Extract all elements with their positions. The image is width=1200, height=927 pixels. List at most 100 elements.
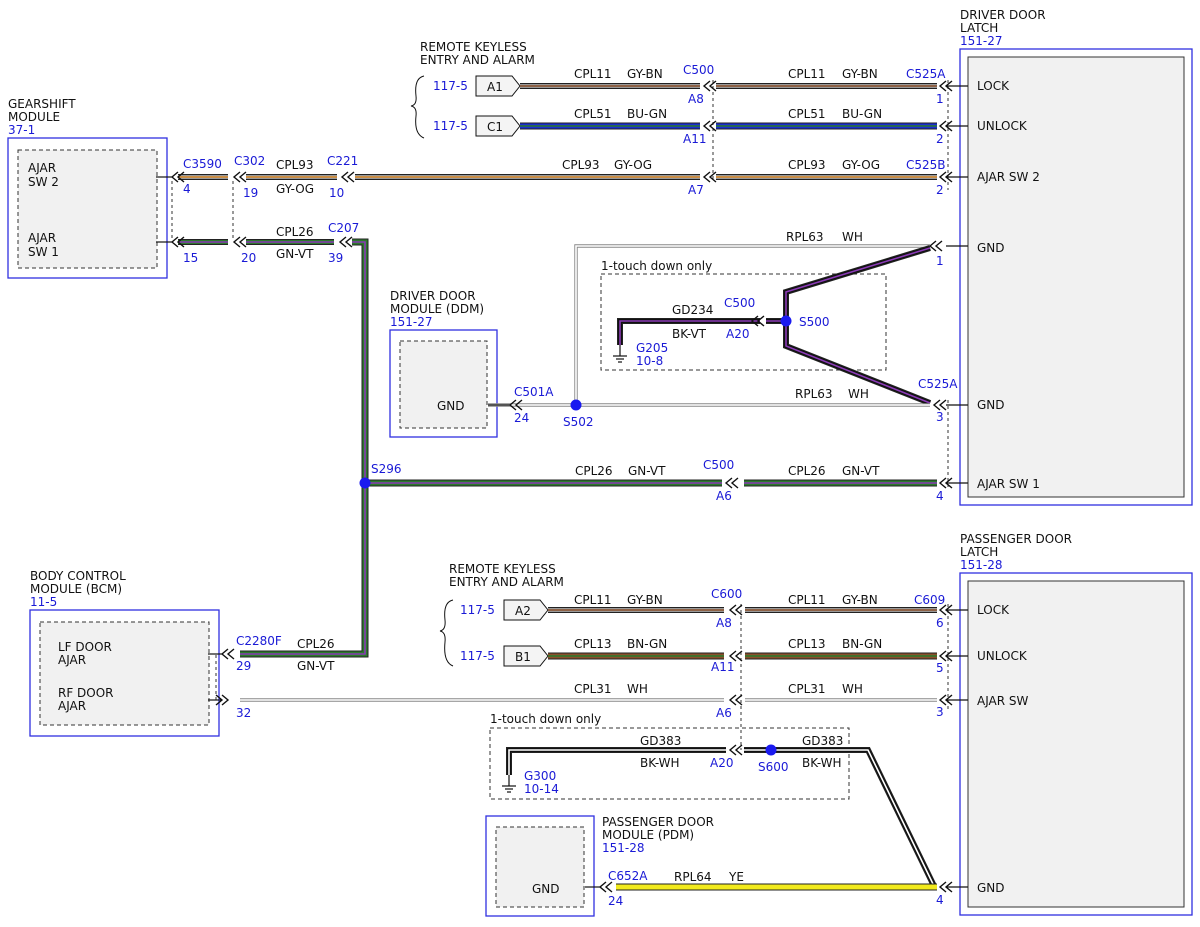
- ground-g205: G205 10-8: [613, 341, 668, 368]
- driver-latch-pin-ajar-sw1: AJAR SW 1: [977, 477, 1040, 491]
- connector-name-c500-a6[interactable]: C500: [703, 458, 734, 472]
- driver-door-latch-module[interactable]: DRIVER DOOR LATCH 151-27 LOCK UNLOCK AJA…: [959, 8, 1193, 506]
- splice-s500-label: S500: [799, 315, 830, 329]
- bcm-module[interactable]: BODY CONTROL MODULE (BCM) 11-5 LF DOOR A…: [29, 569, 220, 737]
- connector-arrow: [938, 604, 947, 616]
- connector-name-c500-a20[interactable]: C500: [724, 296, 755, 310]
- splice-s600-dot[interactable]: [765, 744, 777, 756]
- connector-pin-c600-a8: A8: [716, 616, 732, 630]
- connector-name-c3590[interactable]: C3590: [183, 157, 222, 171]
- connector-arrow: [938, 399, 947, 411]
- wire-gd234[interactable]: [783, 245, 931, 321]
- bcm-ref[interactable]: 11-5: [30, 595, 57, 609]
- connector-arrow: [232, 236, 241, 248]
- bcm-title-2: MODULE (BCM): [30, 582, 122, 596]
- ddm-title-1: DRIVER DOOR: [390, 289, 476, 303]
- wire-gnd1-d[interactable]: [574, 244, 930, 405]
- g300-label: G300: [524, 769, 556, 783]
- rke-bottom-ref-2[interactable]: 117-5: [460, 649, 495, 663]
- connector-pin-c600-a6: A6: [716, 706, 732, 720]
- gearshift-pin1-line2: SW 2: [28, 175, 59, 189]
- gearshift-module[interactable]: GEARSHIFT MODULE 37-1 AJAR SW 2 AJAR SW …: [7, 97, 168, 279]
- connector-arrow: [344, 236, 353, 248]
- wire-circuit-label: RPL63: [786, 230, 824, 244]
- connector-name-c652a[interactable]: C652A: [608, 869, 648, 883]
- connector-pin-c609-6: 6: [936, 616, 944, 630]
- driver-latch-title-2: LATCH: [960, 21, 998, 35]
- connector-arrow: [215, 694, 224, 706]
- connector-pin-c525b-2: 2: [936, 183, 944, 197]
- pdm-ref[interactable]: 151-28: [602, 841, 645, 855]
- connector-pin-c302: 19: [243, 186, 258, 200]
- ground-g300: G300 10-14: [502, 769, 559, 796]
- bcm-pin1-line1: LF DOOR: [58, 640, 112, 654]
- connector-name-c302[interactable]: C302: [234, 154, 265, 168]
- passenger-latch-ref[interactable]: 151-28: [960, 558, 1003, 572]
- wire-circuit-label: GD383: [640, 734, 681, 748]
- connector-arrow: [170, 236, 179, 248]
- wire-circuit-label: CPL93: [562, 158, 600, 172]
- rke-top-title-1: REMOTE KEYLESS: [420, 40, 527, 54]
- passenger-latch-border: [959, 572, 1193, 916]
- driver-latch-pin-lock: LOCK: [977, 79, 1010, 93]
- connector-name-c500-a8[interactable]: C500: [683, 63, 714, 77]
- wire-gd234[interactable]: [617, 318, 760, 345]
- passenger-door-latch-module[interactable]: PASSENGER DOOR LATCH 151-28 LOCK UNLOCK …: [959, 532, 1193, 916]
- ddm-module[interactable]: DRIVER DOOR MODULE (DDM) 151-27 GND: [389, 289, 498, 438]
- connector-arrow: [728, 650, 737, 662]
- splice-s500-dot[interactable]: [780, 315, 792, 327]
- connector-name-c501a[interactable]: C501A: [514, 385, 554, 399]
- rke-bottom-tag-b1-text: B1: [515, 650, 531, 664]
- passenger-latch-inner: [967, 580, 1185, 908]
- connector-arrow: [702, 80, 711, 92]
- connector-name-c2280f[interactable]: C2280F: [236, 634, 282, 648]
- pdm-title-2: MODULE (PDM): [602, 828, 694, 842]
- splice-s502-dot[interactable]: [570, 399, 582, 411]
- wire-bcm-lf[interactable]: [240, 483, 369, 658]
- connector-name-c525a-3[interactable]: C525A: [918, 377, 958, 391]
- splice-s600-label: S600: [758, 760, 789, 774]
- wire-tracer: [508, 749, 726, 775]
- splice-s296-label: S296: [371, 462, 402, 476]
- connector-arrow: [938, 694, 947, 706]
- wire-circuit-label: CPL26: [575, 464, 613, 478]
- pdm-module[interactable]: PASSENGER DOOR MODULE (PDM) 151-28 GND: [485, 815, 714, 917]
- pdm-title-1: PASSENGER DOOR: [602, 815, 714, 829]
- rke-top-tag-c1-text: C1: [487, 120, 503, 134]
- driver-latch-ref[interactable]: 151-27: [960, 34, 1003, 48]
- connector-name-c221[interactable]: C221: [327, 154, 358, 168]
- connector-arrow: [756, 315, 765, 327]
- connector-arrow: [238, 236, 247, 248]
- rke-bottom-ref-1[interactable]: 117-5: [460, 603, 495, 617]
- wire-circuit-label: CPL51: [788, 107, 826, 121]
- connector-arrow: [928, 240, 937, 252]
- passenger-latch-pin-unlock: UNLOCK: [977, 649, 1028, 663]
- option-box-top: [600, 273, 887, 371]
- connector-name-c207[interactable]: C207: [328, 221, 359, 235]
- passenger-latch-pin-ajar-sw: AJAR SW: [977, 694, 1029, 708]
- wire-tracer: [744, 749, 935, 887]
- wire-circuit-label: CPL13: [574, 637, 612, 651]
- connector-arrow: [728, 694, 737, 706]
- g300-ref[interactable]: 10-14: [524, 782, 559, 796]
- rke-top-ref-1[interactable]: 117-5: [433, 79, 468, 93]
- wire-color-label: WH: [842, 682, 863, 696]
- ddm-pin-gnd: GND: [437, 399, 465, 413]
- connector-pin-c500-a7: A7: [688, 183, 704, 197]
- connector-name-c525b-2[interactable]: C525B: [906, 158, 946, 172]
- g205-ref[interactable]: 10-8: [636, 354, 663, 368]
- wire-gd383-left[interactable]: [506, 747, 726, 775]
- driver-latch-pin-ajar-sw2: AJAR SW 2: [977, 170, 1040, 184]
- connector-name-c609-6[interactable]: C609: [914, 593, 945, 607]
- ddm-ref[interactable]: 151-27: [390, 315, 433, 329]
- connector-name-c600-a8[interactable]: C600: [711, 587, 742, 601]
- wire-fill: [784, 246, 931, 321]
- connector-name-c525a-1[interactable]: C525A: [906, 67, 946, 81]
- wire-gd234[interactable]: [783, 321, 932, 406]
- splice-s296-dot[interactable]: [359, 477, 371, 489]
- wire-ajar1-gs[interactable]: [352, 238, 369, 483]
- gearshift-ref[interactable]: 37-1: [8, 123, 35, 137]
- connector-pin-c600-a20: A20: [710, 756, 733, 770]
- rke-top-ref-2[interactable]: 117-5: [433, 119, 468, 133]
- wire-gd383-right[interactable]: [744, 747, 937, 888]
